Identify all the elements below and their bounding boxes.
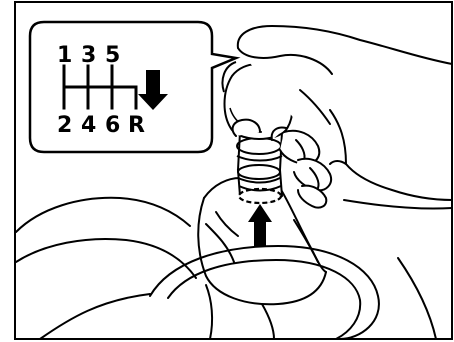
gear-label-bottom-3: 6 (105, 113, 120, 138)
shift-boot-icon (16, 178, 452, 339)
gear-label-bottom-2: 4 (81, 113, 96, 138)
gear-label-bottom-4: R (128, 113, 145, 138)
gear-label-top-3: 5 (105, 43, 120, 68)
arrow-up-icon (248, 204, 272, 246)
shift-collar (237, 132, 282, 203)
gear-label-top-2: 3 (81, 43, 96, 68)
gear-label-bottom-1: 2 (57, 113, 72, 138)
gear-label-top-1: 1 (57, 43, 72, 68)
shift-pattern-callout: 1 3 5 2 4 6 R (30, 22, 236, 152)
